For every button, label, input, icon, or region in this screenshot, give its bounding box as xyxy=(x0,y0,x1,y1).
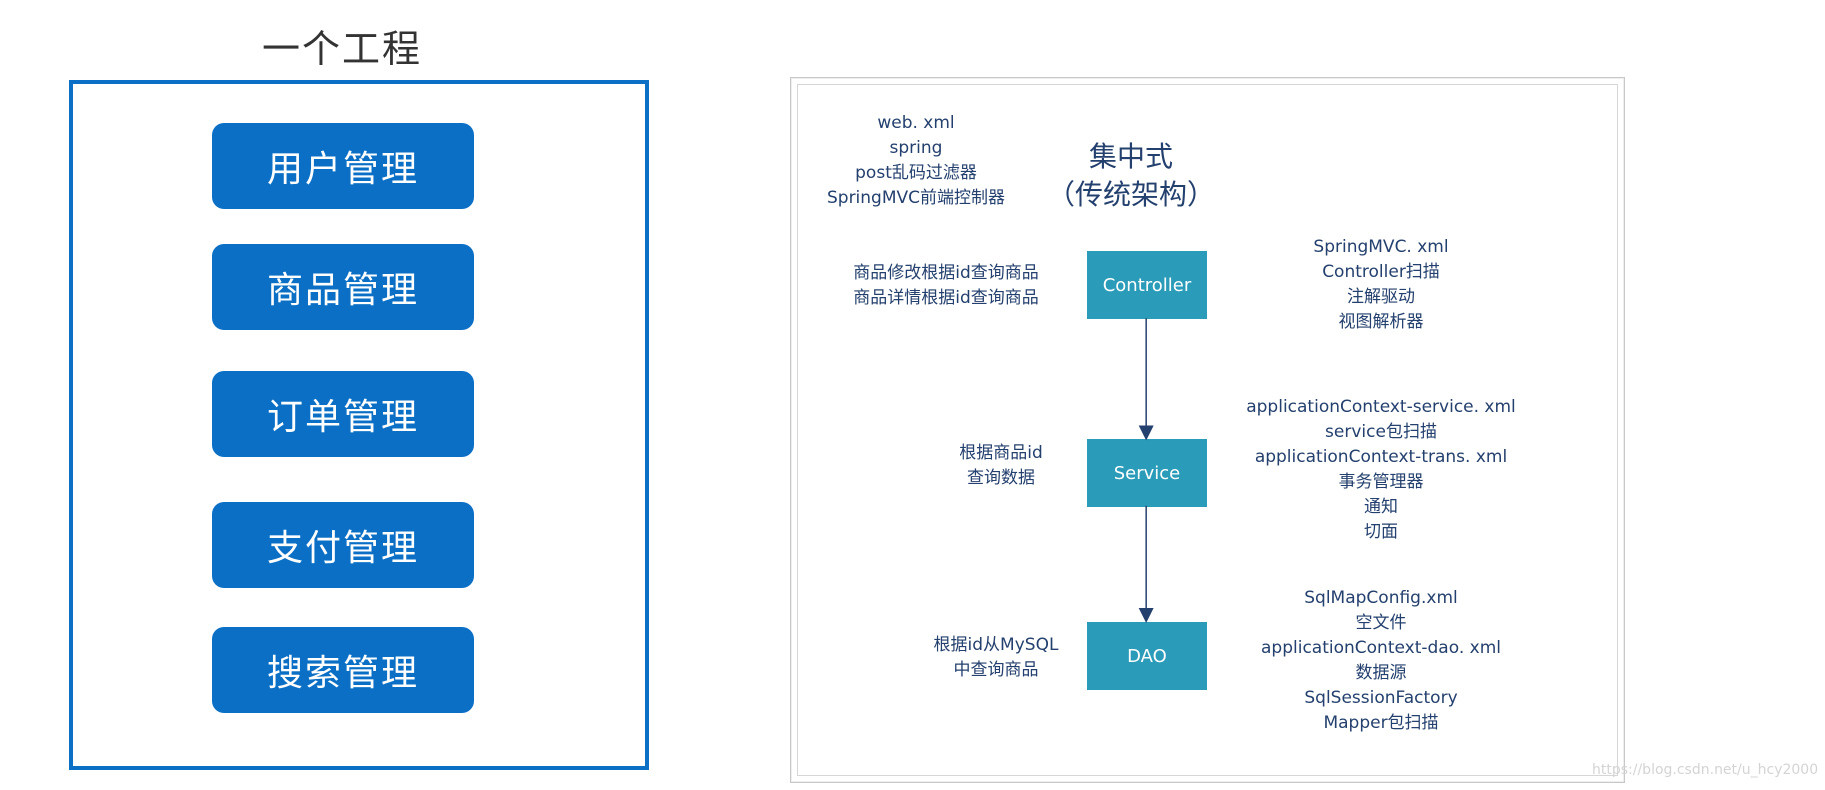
note-line: SqlMapConfig.xml xyxy=(1304,588,1458,608)
note-line: 视图解析器 xyxy=(1338,312,1424,332)
top-config-line: spring xyxy=(889,138,943,158)
controller-right-notes: SpringMVC. xml Controller扫描 注解驱动 视图解析器 xyxy=(1271,235,1491,335)
note-line: 注解驱动 xyxy=(1347,287,1415,307)
module-button-user[interactable]: 用户管理 xyxy=(212,123,474,209)
diagram-inner-border xyxy=(797,84,1618,776)
note-line: 通知 xyxy=(1364,497,1398,517)
note-line: 根据商品id xyxy=(959,443,1043,463)
note-line: applicationContext-service. xml xyxy=(1246,397,1516,417)
service-left-notes: 根据商品id 查询数据 xyxy=(931,441,1071,491)
note-line: 查询数据 xyxy=(967,468,1035,488)
note-line: 商品详情根据id查询商品 xyxy=(853,288,1039,308)
controller-left-notes: 商品修改根据id查询商品 商品详情根据id查询商品 xyxy=(821,261,1071,311)
controller-layer-box: Controller xyxy=(1087,251,1207,319)
note-line: SpringMVC. xml xyxy=(1313,237,1449,257)
project-title: 一个工程 xyxy=(262,27,423,71)
note-line: 切面 xyxy=(1364,522,1398,542)
module-button-product[interactable]: 商品管理 xyxy=(212,244,474,330)
note-line: 根据id从MySQL xyxy=(933,635,1059,655)
note-line: service包扫描 xyxy=(1325,422,1437,442)
service-layer-box: Service xyxy=(1087,439,1207,507)
note-line: 空文件 xyxy=(1355,613,1407,633)
note-line: 商品修改根据id查询商品 xyxy=(853,263,1039,283)
note-line: Controller扫描 xyxy=(1322,262,1440,282)
note-line: SqlSessionFactory xyxy=(1304,688,1458,708)
module-button-search[interactable]: 搜索管理 xyxy=(212,627,474,713)
dao-left-notes: 根据id从MySQL 中查询商品 xyxy=(921,633,1071,683)
architecture-diagram: web. xml spring post乱码过滤器 SpringMVC前端控制器… xyxy=(790,77,1625,783)
top-config-line: SpringMVC前端控制器 xyxy=(826,188,1006,208)
top-config-line: web. xml xyxy=(877,113,955,133)
note-line: 数据源 xyxy=(1355,663,1407,683)
dao-right-notes: SqlMapConfig.xml 空文件 applicationContext-… xyxy=(1251,586,1511,736)
note-line: 事务管理器 xyxy=(1338,472,1424,492)
project-frame xyxy=(69,80,649,770)
service-right-notes: applicationContext-service. xml service包… xyxy=(1241,395,1521,545)
note-line: 中查询商品 xyxy=(953,660,1039,680)
heading-line: 集中式 xyxy=(1088,140,1173,173)
diagram-heading: 集中式 （传统架构） xyxy=(1041,138,1221,214)
note-line: applicationContext-dao. xml xyxy=(1261,638,1501,658)
module-button-payment[interactable]: 支付管理 xyxy=(212,502,474,588)
module-button-order[interactable]: 订单管理 xyxy=(212,371,474,457)
heading-line: （传统架构） xyxy=(1046,178,1215,211)
top-config-line: post乱码过滤器 xyxy=(855,163,977,183)
note-line: applicationContext-trans. xml xyxy=(1254,447,1508,467)
top-config-notes: web. xml spring post乱码过滤器 SpringMVC前端控制器 xyxy=(821,111,1011,211)
watermark-text: https://blog.csdn.net/u_hcy2000 xyxy=(1592,762,1819,778)
dao-layer-box: DAO xyxy=(1087,622,1207,690)
note-line: Mapper包扫描 xyxy=(1323,713,1439,733)
